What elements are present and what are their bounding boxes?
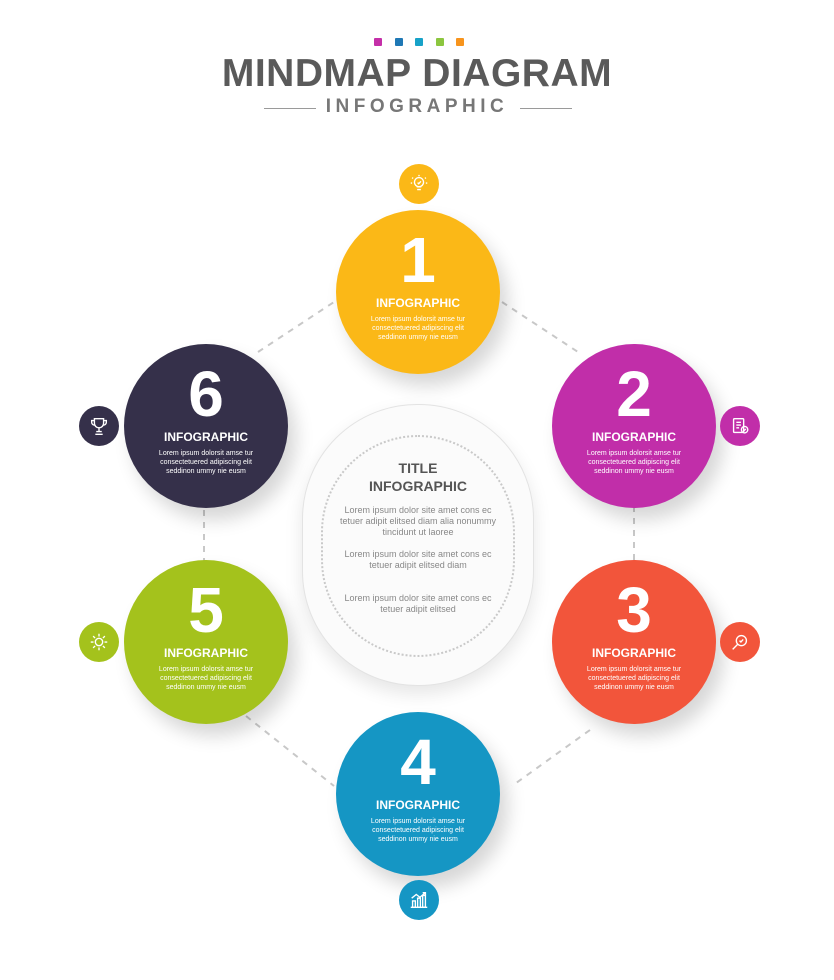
node-description: Lorem ipsum dolorsit amse tur consectetu… (158, 666, 254, 691)
connector-1-2 (501, 301, 579, 353)
node-number: 6 (188, 358, 224, 430)
color-dot (456, 38, 464, 46)
node-description: Lorem ipsum dolorsit amse tur consectetu… (158, 450, 254, 475)
node-description: Lorem ipsum dolorsit amse tur consectetu… (370, 316, 466, 341)
subtitle-rule-left (264, 108, 316, 109)
node-4: 4 INFOGRAPHIC Lorem ipsum dolorsit amse … (336, 712, 500, 876)
trophy-icon (79, 406, 119, 446)
node-description: Lorem ipsum dolorsit amse tur consectetu… (586, 666, 682, 691)
subtitle-rule-right (520, 108, 572, 109)
color-dot (374, 38, 382, 46)
center-dotted-border (321, 435, 515, 657)
node-number: 4 (400, 726, 436, 798)
node-label: INFOGRAPHIC (164, 430, 248, 444)
gear-icon (79, 622, 119, 662)
node-1: 1 INFOGRAPHIC Lorem ipsum dolorsit amse … (336, 210, 500, 374)
center-title-line1: TITLE (398, 460, 438, 476)
node-description: Lorem ipsum dolorsit amse tur consectetu… (586, 450, 682, 475)
node-2: 2 INFOGRAPHIC Lorem ipsum dolorsit amse … (552, 344, 716, 508)
checklist-icon (720, 406, 760, 446)
node-label: INFOGRAPHIC (376, 798, 460, 812)
node-3: 3 INFOGRAPHIC Lorem ipsum dolorsit amse … (552, 560, 716, 724)
node-description: Lorem ipsum dolorsit amse tur consectetu… (370, 818, 466, 843)
center-paragraph-2: Lorem ipsum dolor site amet cons ec tetu… (344, 549, 492, 570)
bar-chart-icon (399, 880, 439, 920)
node-label: INFOGRAPHIC (164, 646, 248, 660)
page-subtitle: INFOGRAPHIC (325, 96, 509, 117)
color-dots (374, 38, 464, 48)
node-number: 5 (188, 574, 224, 646)
page-title: MINDMAP DIAGRAM (221, 52, 613, 95)
center-title-line2: INFOGRAPHIC (369, 478, 467, 494)
center-paragraph-1: Lorem ipsum dolor site amet cons ec tetu… (339, 505, 497, 537)
lightbulb-icon (399, 164, 439, 204)
color-dot (436, 38, 444, 46)
node-number: 3 (616, 574, 652, 646)
color-dot (395, 38, 403, 46)
connector-3-4 (511, 729, 591, 787)
node-label: INFOGRAPHIC (592, 646, 676, 660)
node-number: 1 (400, 224, 436, 296)
node-6: 6 INFOGRAPHIC Lorem ipsum dolorsit amse … (124, 344, 288, 508)
center-title: TITLE INFOGRAPHIC (303, 459, 533, 495)
center-topic: TITLE INFOGRAPHIC Lorem ipsum dolor site… (302, 404, 534, 686)
color-dot (415, 38, 423, 46)
node-label: INFOGRAPHIC (592, 430, 676, 444)
connector-5-4 (245, 715, 335, 787)
node-5: 5 INFOGRAPHIC Lorem ipsum dolorsit amse … (124, 560, 288, 724)
node-number: 2 (616, 358, 652, 430)
node-label: INFOGRAPHIC (376, 296, 460, 310)
center-paragraph-3: Lorem ipsum dolor site amet cons ec tetu… (344, 593, 492, 614)
connector-1-6 (257, 301, 335, 353)
magnifier-icon (720, 622, 760, 662)
